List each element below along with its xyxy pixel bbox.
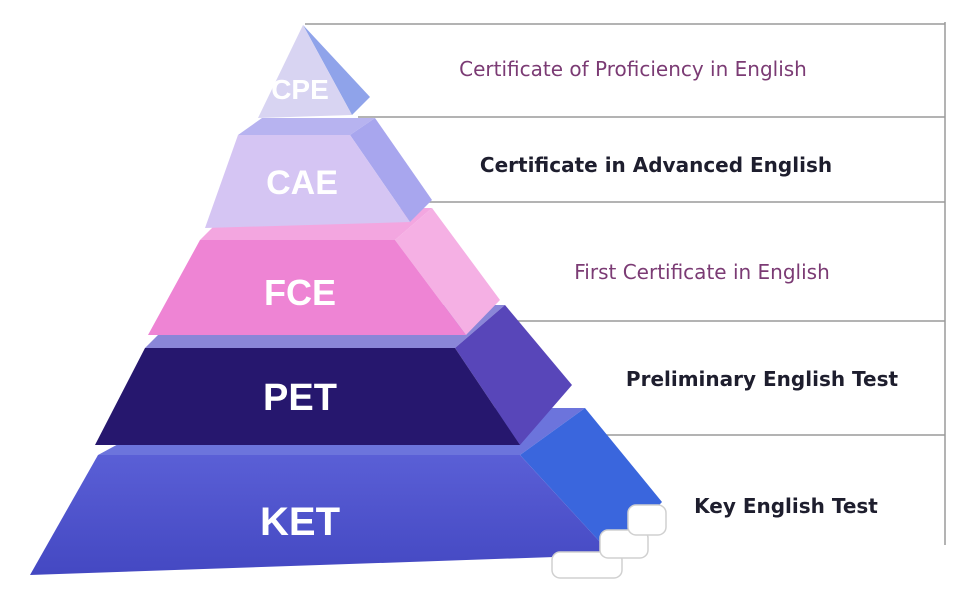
pet-abbr: PET	[263, 377, 337, 419]
ket-abbr: KET	[260, 500, 340, 544]
cae-abbr: CAE	[266, 164, 338, 202]
tier-fce: FCE	[148, 208, 500, 335]
brick-1	[551, 551, 623, 579]
cae-side-face	[350, 118, 432, 222]
cpe-abbr: CPE	[271, 74, 329, 105]
ket-front-face	[30, 455, 612, 575]
brick-decoration	[551, 504, 667, 579]
tier-cae: CAE	[205, 118, 432, 228]
cae-top-face	[238, 118, 375, 135]
cpe-description: Certificate of Proficiency in English	[459, 57, 807, 81]
cpe-side-face	[303, 25, 370, 115]
brick-3	[627, 504, 667, 536]
tier-cpe: CPE	[258, 25, 370, 118]
cae-front-face	[205, 135, 410, 228]
pet-side-face	[455, 305, 572, 445]
label-grid	[305, 22, 946, 545]
level-descriptions: Certificate of Proficiency in English Ce…	[459, 57, 898, 518]
fce-front-face	[148, 240, 466, 335]
pet-front-face	[95, 348, 520, 445]
fce-abbr: FCE	[264, 272, 336, 313]
brick-2	[599, 529, 649, 559]
ket-description: Key English Test	[694, 494, 878, 518]
cae-description: Certificate in Advanced English	[480, 153, 832, 177]
fce-side-face	[395, 208, 500, 335]
cpe-front-face	[258, 25, 352, 118]
fce-description: First Certificate in English	[574, 260, 830, 284]
ket-side-face	[520, 408, 662, 555]
pet-description: Preliminary English Test	[626, 367, 899, 391]
